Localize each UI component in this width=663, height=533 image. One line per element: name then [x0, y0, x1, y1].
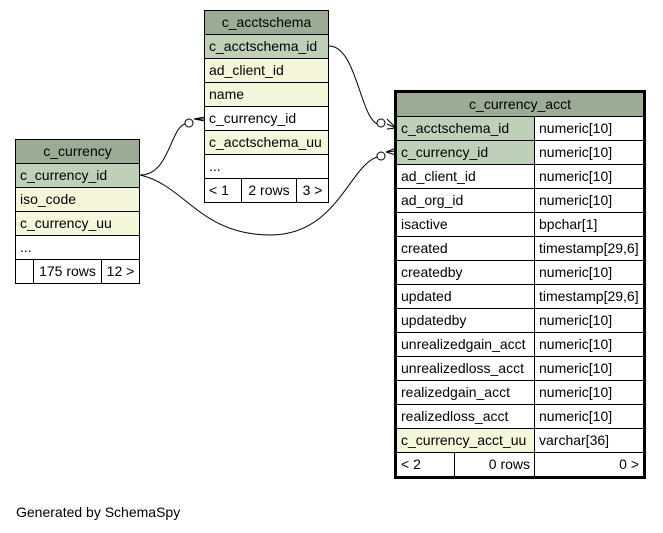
column-c-currency-uu: c_currency_uu	[20, 215, 112, 231]
column-name: isactive	[397, 213, 534, 236]
column-iso-code: iso_code	[20, 191, 77, 207]
column-ellipsis: ...	[20, 239, 32, 255]
table-row-count: 2 rows	[241, 179, 296, 202]
table-parents-count	[16, 260, 33, 283]
column-name: c_acctschema_id	[397, 117, 534, 140]
edge-acctschema-to-currency-acct	[328, 45, 382, 126]
table-row-count: 175 rows	[33, 260, 101, 283]
column-c-currency-id: c_currency_id	[209, 110, 297, 126]
column-type: numeric[10]	[534, 117, 643, 140]
column-ellipsis: ...	[209, 158, 221, 174]
column-name: ad_org_id	[397, 189, 534, 212]
column-type: numeric[10]	[534, 141, 643, 164]
table-title: c_currency	[43, 143, 112, 159]
edge-end-circle	[376, 118, 386, 128]
column-name: realizedloss_acct	[397, 405, 534, 428]
table-title: c_currency_acct	[469, 96, 571, 112]
column-type: numeric[10]	[534, 309, 643, 332]
column-name: name	[209, 86, 245, 102]
column-name: updatedby	[397, 309, 534, 332]
edge-currency-to-currency-acct	[139, 155, 382, 236]
table-parents-count[interactable]: < 2	[401, 456, 421, 472]
column-type: numeric[10]	[534, 333, 643, 356]
column-c-acctschema-id: c_acctschema_id	[209, 38, 318, 54]
column-type: varchar[36]	[534, 429, 643, 452]
column-name: created	[397, 237, 534, 260]
table-children-count[interactable]: 12 >	[101, 260, 139, 283]
table-parents-count[interactable]: < 1	[209, 182, 229, 198]
table-c-acctschema[interactable]: c_acctschema c_acctschema_id ad_client_i…	[204, 10, 329, 203]
column-type: timestamp[29,6]	[534, 237, 643, 260]
column-ad-client-id: ad_client_id	[209, 62, 284, 78]
edge-end-circle	[184, 118, 194, 128]
column-name: c_currency_acct_uu	[397, 429, 534, 452]
column-type: numeric[10]	[534, 189, 643, 212]
table-title: c_acctschema	[221, 14, 312, 30]
column-type: numeric[10]	[534, 381, 643, 404]
generated-by-label: Generated by SchemaSpy	[16, 504, 181, 520]
edge-crowfoot	[193, 116, 206, 122]
edge-currency-to-acctschema	[139, 123, 190, 176]
column-name: realizedgain_acct	[397, 381, 534, 404]
column-name: updated	[397, 285, 534, 308]
column-type: numeric[10]	[534, 357, 643, 380]
column-name: ad_client_id	[397, 165, 534, 188]
table-c-currency[interactable]: c_currency c_currency_id iso_code c_curr…	[15, 139, 140, 284]
table-children-count[interactable]: 3 >	[296, 179, 328, 202]
table-children-count: 0 >	[534, 453, 643, 476]
column-name: createdby	[397, 261, 534, 284]
column-type: numeric[10]	[534, 405, 643, 428]
column-type: numeric[10]	[534, 165, 643, 188]
table-row-count: 0 rows	[454, 453, 534, 476]
column-type: numeric[10]	[534, 261, 643, 284]
column-name: unrealizedgain_acct	[397, 333, 534, 356]
column-name: c_currency_id	[397, 141, 534, 164]
column-c-currency-id: c_currency_id	[20, 167, 108, 183]
column-name: unrealizedloss_acct	[397, 357, 534, 380]
column-c-acctschema-uu: c_acctschema_uu	[209, 134, 322, 150]
column-type: timestamp[29,6]	[534, 285, 643, 308]
column-type: bpchar[1]	[534, 213, 643, 236]
edge-end-circle	[376, 151, 386, 161]
